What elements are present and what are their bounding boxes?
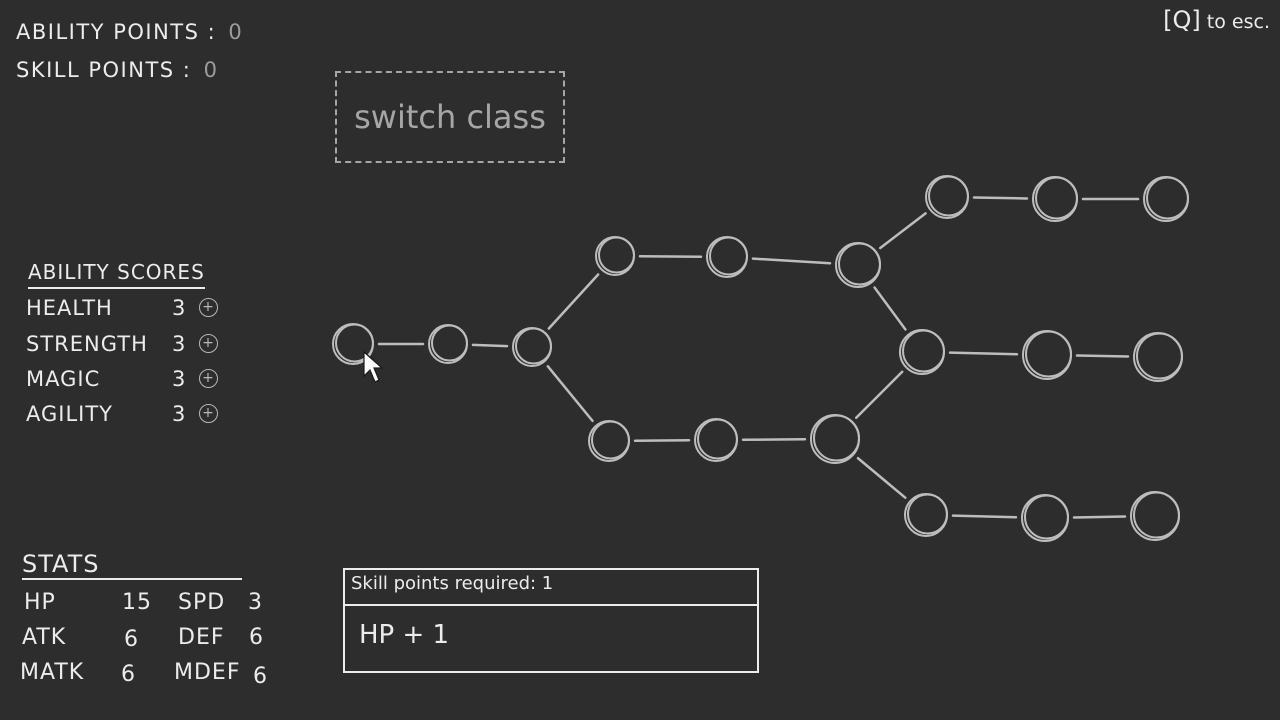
skill-points: SKILL POINTS : 0	[16, 58, 218, 82]
stats-title: STATS	[22, 550, 100, 578]
skill-tree-edge	[751, 257, 832, 265]
skill-node-9[interactable]	[810, 414, 860, 464]
ability-row-agility: AGILITY 3 +	[22, 402, 222, 430]
stat-def-value: 6	[249, 625, 264, 650]
ability-label: MAGIC	[26, 367, 101, 391]
plus-circle-icon[interactable]: +	[199, 298, 218, 317]
pointer-cursor-icon	[363, 350, 384, 383]
stat-matk-value: 6	[121, 662, 136, 687]
skill-node-16[interactable]	[904, 493, 948, 537]
stat-hp-value: 15	[122, 590, 152, 615]
skill-tree-edge	[948, 351, 1019, 356]
skill-tree-edge	[638, 254, 703, 259]
skill-tree-edge	[1075, 354, 1130, 358]
ability-value: 3	[172, 332, 187, 356]
skill-points-value: 0	[203, 58, 219, 82]
stats-divider	[22, 578, 242, 580]
ability-label: HEALTH	[26, 296, 113, 320]
escape-key: [Q]	[1163, 6, 1201, 34]
skill-node-13[interactable]	[899, 329, 945, 375]
stat-mdef-value: 6	[253, 664, 268, 689]
skill-tree-edge	[972, 196, 1029, 200]
skill-tree-edge	[546, 365, 594, 423]
skill-tree-edge	[951, 514, 1018, 519]
skill-info-panel: Skill points required: 1 HP + 1	[343, 568, 759, 673]
skill-tree-edge	[878, 212, 927, 250]
stat-matk-label: MATK	[20, 660, 85, 685]
skill-node-1[interactable]	[332, 323, 374, 365]
escape-text: to esc.	[1206, 11, 1270, 33]
skill-tree-edge	[873, 286, 907, 331]
ability-scores-title: ABILITY SCORES	[28, 260, 205, 289]
ability-points: ABILITY POINTS : 0	[16, 20, 243, 44]
skill-node-18[interactable]	[1130, 491, 1180, 541]
ability-label: STRENGTH	[26, 332, 148, 356]
stat-atk-value: 6	[124, 627, 139, 652]
ability-value: 3	[172, 296, 187, 320]
stat-spd-label: SPD	[178, 590, 226, 615]
switch-class-label: switch class	[354, 98, 546, 136]
plus-circle-icon[interactable]: +	[199, 404, 218, 423]
plus-circle-icon[interactable]: +	[199, 334, 218, 353]
skill-node-5[interactable]	[706, 236, 748, 278]
skill-node-14[interactable]	[1022, 330, 1072, 380]
skill-effect: HP + 1	[359, 620, 450, 650]
skill-tree-edge	[471, 343, 509, 348]
stat-hp-label: HP	[24, 590, 56, 615]
skill-node-2[interactable]	[428, 324, 468, 364]
skill-requirement: Skill points required: 1	[351, 573, 554, 594]
skill-node-11[interactable]	[1032, 176, 1078, 222]
stat-mdef-label: MDEF	[174, 660, 241, 685]
ability-value: 3	[172, 367, 187, 391]
stat-atk-label: ATK	[22, 625, 67, 650]
plus-circle-icon[interactable]: +	[199, 369, 218, 388]
escape-hint[interactable]: [Q]to esc.	[1163, 6, 1270, 34]
skill-node-4[interactable]	[595, 236, 635, 276]
ability-points-label: ABILITY POINTS :	[16, 20, 217, 44]
ability-row-strength: STRENGTH 3 +	[22, 332, 222, 360]
skill-node-6[interactable]	[835, 242, 881, 288]
switch-class-button[interactable]: switch class	[335, 71, 565, 163]
stat-def-label: DEF	[178, 625, 225, 650]
skill-tree-edge	[1072, 515, 1127, 519]
skill-tree-edge	[856, 456, 907, 499]
skill-node-15[interactable]	[1133, 332, 1183, 382]
ability-label: AGILITY	[26, 402, 114, 426]
ability-row-health: HEALTH 3 +	[22, 296, 222, 324]
skill-tree-edge	[854, 370, 904, 420]
skill-node-10[interactable]	[925, 175, 969, 219]
ability-value: 3	[172, 402, 187, 426]
skill-tree-edge	[633, 439, 691, 443]
skill-tree-edge	[547, 273, 600, 330]
ability-row-magic: MAGIC 3 +	[22, 367, 222, 395]
skill-tree-edge	[741, 438, 807, 442]
skill-node-8[interactable]	[694, 418, 738, 462]
skill-node-17[interactable]	[1021, 494, 1069, 542]
skill-points-label: SKILL POINTS :	[16, 58, 192, 82]
stat-spd-value: 3	[248, 590, 263, 615]
skill-node-12[interactable]	[1143, 176, 1189, 222]
ability-points-value: 0	[228, 20, 244, 44]
skill-node-7[interactable]	[588, 420, 630, 462]
skill-panel-divider	[345, 604, 757, 606]
skill-node-3[interactable]	[512, 327, 552, 367]
